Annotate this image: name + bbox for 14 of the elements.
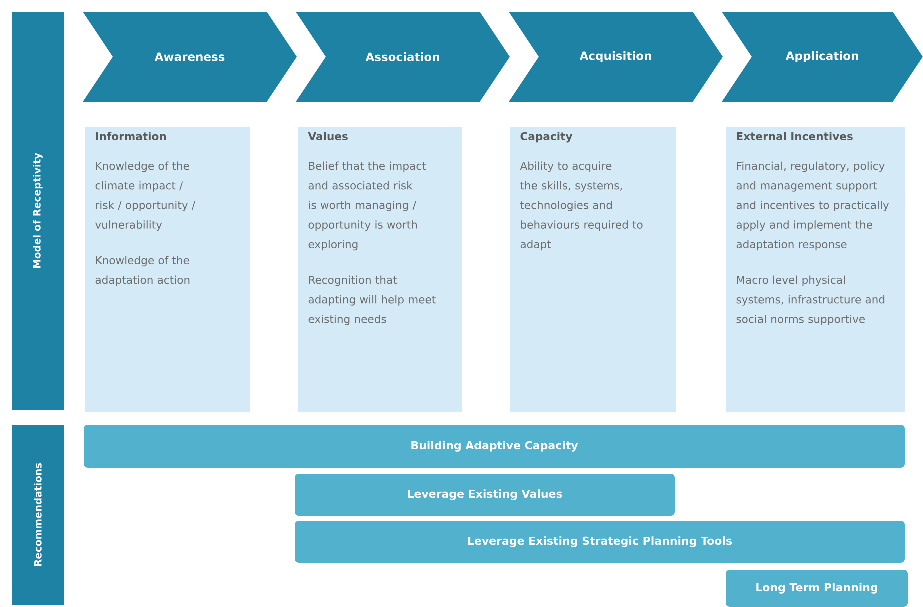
column-box: Values Belief that the impact and associated risk is worth managing / opportunity is worth exploring Recognition that adapting will help meet existing needs [298,127,462,412]
chevron-step: Application [722,12,923,102]
chevron-step: Awareness [83,12,297,102]
recommendation-bar: Leverage Existing Strategic Planning Tools [295,521,905,563]
side-band: Recommendations [12,425,64,605]
chevron-step: Association [296,12,510,102]
column-box: Capacity Ability to acquire the skills, systems, technologies and behaviours required to adapt [510,127,676,412]
column-box: Information Knowledge of the climate impact / risk / opportunity / vulnerability Knowledge of the adaptation action [85,127,250,412]
recommendation-bar: Long Term Planning [726,570,908,607]
recommendation-bar: Leverage Existing Values [295,474,675,516]
column-box: External Incentives Financial, regulatory, policy and management support and incentives to practically apply and implement the adaptation response Macro level physical systems, infrastructure and social norms supportive [726,127,905,412]
chevron-step: Acquisition [509,12,723,102]
side-band: Model of Receptivity [12,12,64,410]
recommendation-bar: Building Adaptive Capacity [84,425,905,468]
